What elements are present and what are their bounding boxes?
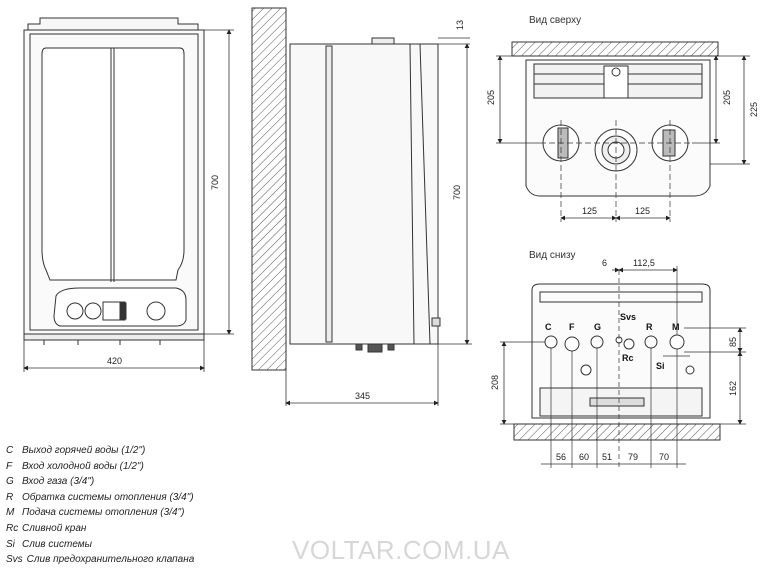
legend-text: Подача системы отопления (3/4") — [22, 507, 185, 519]
legend-code: Svs — [6, 554, 23, 566]
top-right-dim-a: 205 — [722, 90, 732, 105]
legend-code: F — [6, 460, 13, 472]
watermark: VOLTAR.COM.UA — [292, 535, 510, 565]
legend-row: M Подача системы отопления (3/4") — [6, 505, 194, 521]
conn-label-R: R — [646, 322, 653, 332]
side-height-dim: 700 — [452, 185, 462, 200]
front-view — [23, 17, 234, 372]
bot-dim-79: 79 — [628, 452, 638, 462]
bot-dim-208: 208 — [490, 375, 500, 390]
bot-dim-70: 70 — [659, 452, 669, 462]
side-depth-dim: 345 — [355, 391, 370, 401]
bot-dim-60: 60 — [579, 452, 589, 462]
conn-label-G: G — [594, 322, 601, 332]
legend-row: Si Слив системы — [6, 537, 194, 553]
conn-label-F: F — [569, 322, 575, 332]
bottom-view-title: Вид снизу — [529, 250, 575, 261]
top-span-dim-a: 125 — [582, 206, 597, 216]
legend-row: F Вход холодной воды (1/2") — [6, 459, 194, 475]
side-view — [251, 7, 472, 406]
top-view — [496, 41, 750, 222]
bottom-view — [500, 266, 746, 468]
legend-text: Вход газа (3/4") — [22, 476, 95, 488]
front-height-dim: 700 — [210, 175, 220, 190]
legend-row: R Обратка системы отопления (3/4") — [6, 490, 194, 506]
legend-code: G — [6, 476, 14, 488]
connection-legend: C Выход горячей воды (1/2") F Вход холодно… — [6, 443, 194, 568]
legend-text: Вход холодной воды (1/2") — [22, 460, 144, 472]
bot-dim-112-5: 112,5 — [633, 258, 655, 268]
top-left-dim: 205 — [486, 90, 496, 105]
legend-row: G Вход газа (3/4") — [6, 474, 194, 490]
legend-text: Слив системы — [22, 538, 92, 550]
legend-text: Обратка системы отопления (3/4") — [22, 491, 194, 503]
top-right-dim-b: 225 — [749, 102, 759, 117]
legend-code: R — [6, 491, 14, 503]
conn-label-Si: Si — [656, 361, 665, 371]
conn-label-M: M — [672, 322, 680, 332]
legend-row: C Выход горячей воды (1/2") — [6, 443, 194, 459]
front-width-dim: 420 — [107, 356, 122, 366]
legend-code: C — [6, 445, 14, 456]
bot-dim-56: 56 — [556, 452, 566, 462]
conn-label-C: C — [545, 322, 552, 332]
conn-label-Svs: Svs — [620, 312, 636, 322]
bot-dim-85: 85 — [728, 337, 738, 347]
legend-code: Rc — [6, 522, 19, 534]
legend-text: Выход горячей воды (1/2") — [22, 445, 146, 456]
bot-dim-6: 6 — [602, 258, 607, 268]
side-top-dim: 13 — [455, 20, 465, 30]
legend-text: Сливной кран — [22, 522, 87, 534]
bot-dim-162: 162 — [728, 381, 738, 396]
legend-text: Слив предохранительного клапана — [26, 554, 195, 566]
legend-code: M — [6, 507, 15, 519]
top-view-title: Вид сверху — [529, 15, 581, 26]
top-span-dim-b: 125 — [635, 206, 650, 216]
conn-label-Rc: Rc — [622, 353, 634, 363]
bot-dim-51: 51 — [602, 452, 612, 462]
legend-code: Si — [6, 538, 15, 550]
